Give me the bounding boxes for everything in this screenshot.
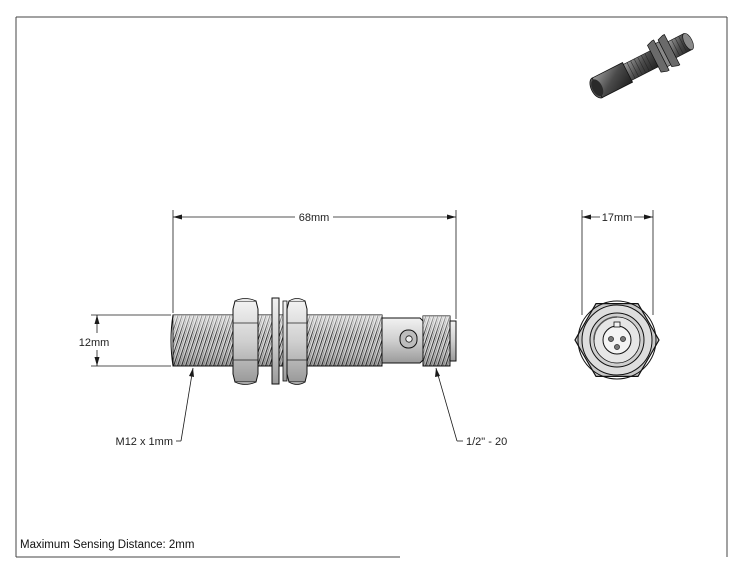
max-sensing-distance-note: Maximum Sensing Distance: 2mm xyxy=(20,539,195,551)
diameter-label: 12mm xyxy=(79,337,110,349)
hex-nut-right xyxy=(286,298,308,385)
hex-nut-left xyxy=(232,298,259,385)
sheet-border xyxy=(15,16,728,558)
callout-body-thread-leader xyxy=(176,367,194,442)
hex-label: 17mm xyxy=(602,212,633,224)
dimension-length xyxy=(172,210,457,319)
lock-washer-right xyxy=(282,300,288,382)
callout-connector-thread-leader xyxy=(435,367,463,442)
dimension-hex xyxy=(581,210,654,315)
sensor-side-view xyxy=(170,297,457,385)
lock-washer-left xyxy=(271,297,280,385)
sensor-end-view xyxy=(574,300,660,380)
sensor-neck xyxy=(381,317,424,364)
length-label: 68mm xyxy=(299,212,330,224)
sensor-3d-thumbnail xyxy=(589,32,694,99)
dimension-diameter xyxy=(91,314,171,367)
body-thread-label: M12 x 1mm xyxy=(116,436,173,448)
connector-thread-label: 1/2" - 20 xyxy=(466,436,507,448)
